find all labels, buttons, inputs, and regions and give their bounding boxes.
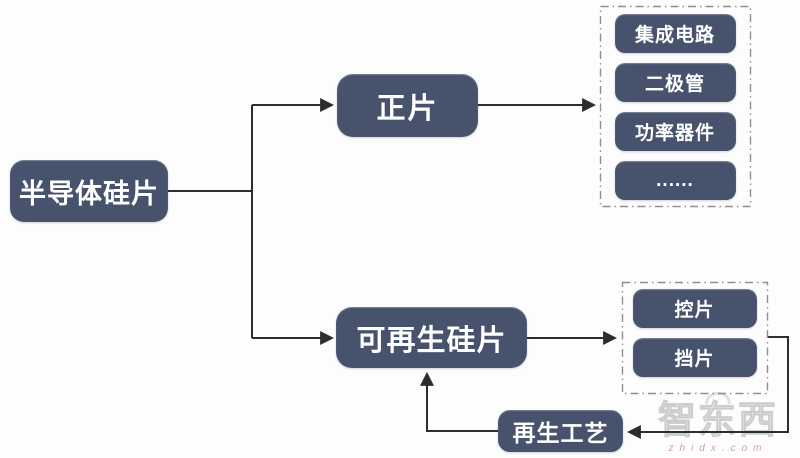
node-diode: 二极管 — [614, 63, 736, 102]
watermark-url: zhidx.com — [668, 442, 768, 454]
watermark-logo: 智东西 — [657, 400, 778, 442]
node-reclaimable-wafer: 可再生硅片 — [336, 307, 527, 368]
arrow-products-to-process — [626, 336, 789, 439]
connector-lines — [168, 98, 789, 439]
arrow-process-to-reclaim — [420, 371, 498, 432]
node-regeneration-process: 再生工艺 — [498, 410, 623, 452]
node-power-device: 功率器件 — [614, 112, 736, 151]
prime-products-group: 集成电路 二极管 功率器件 ...... — [600, 6, 750, 206]
node-monitor-wafer: 控片 — [632, 289, 757, 328]
prime-products-frame — [599, 5, 752, 208]
reclaim-products-group: 控片 挡片 — [622, 282, 767, 393]
node-prime-wafer: 正片 — [337, 74, 478, 137]
node-semiconductor-wafer: 半导体硅片 — [10, 160, 168, 222]
node-ellipsis: ...... — [614, 161, 736, 200]
reclaim-products-frame — [621, 281, 769, 395]
node-dummy-wafer: 挡片 — [632, 338, 757, 377]
watermark: 智东西 zhidx.com — [638, 392, 798, 454]
node-integrated-circuit: 集成电路 — [614, 14, 736, 53]
